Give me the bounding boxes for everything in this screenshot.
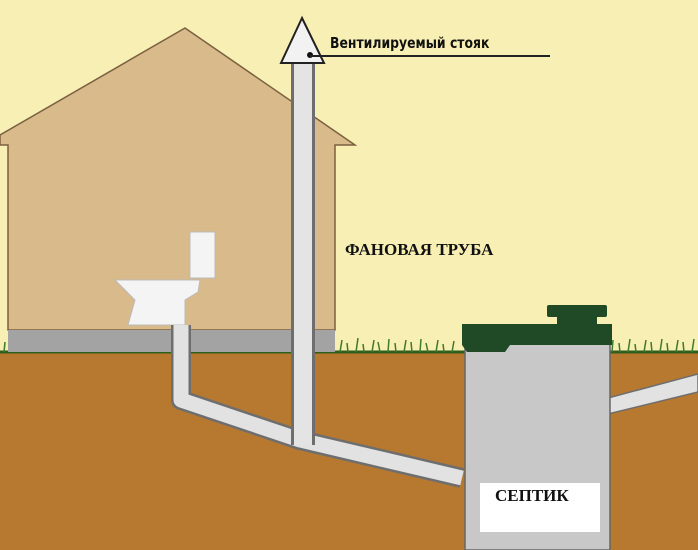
vent-cap-icon — [279, 15, 326, 64]
drain-pipe — [173, 325, 464, 486]
septic-label: СЕПТИК — [495, 486, 569, 505]
toilet-icon — [113, 231, 216, 326]
vent-riser-label: Вентилируемый стояк — [330, 34, 490, 52]
septic-label-box — [480, 483, 600, 532]
fan-pipe-label: ФАНОВАЯ ТРУБА — [345, 240, 494, 259]
vent-pipe — [294, 60, 312, 445]
